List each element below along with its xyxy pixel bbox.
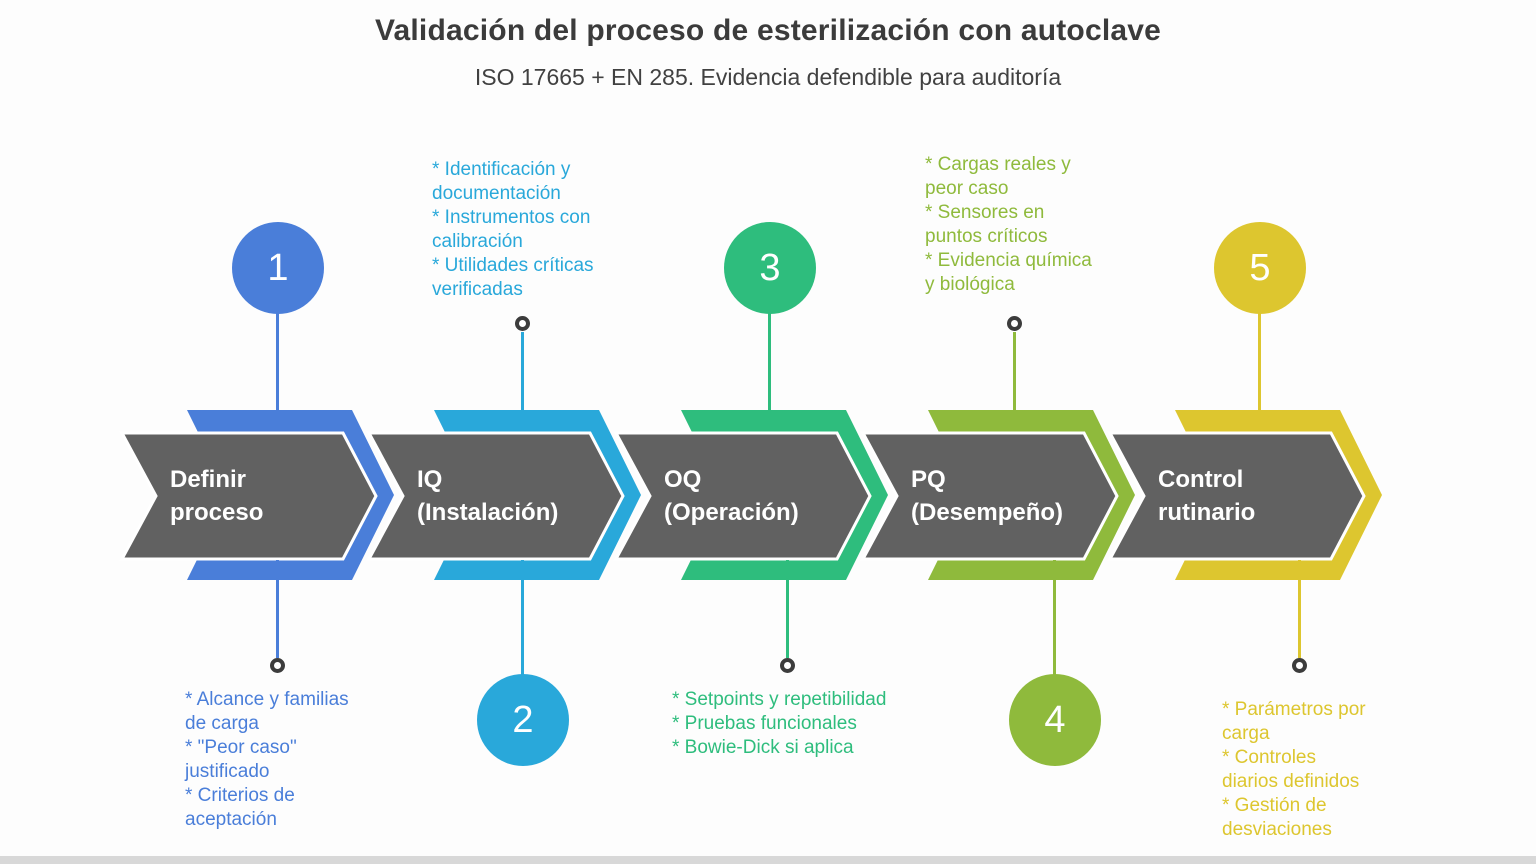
connector-dot-step-3 [780,658,795,673]
connector-dot-step-4 [1007,316,1022,331]
connector-dot-step-2 [515,316,530,331]
step-label-control-rutinario: Control rutinario [1158,466,1256,526]
connector-line-step-2-top [521,332,524,412]
connector-dot-step-1 [270,658,285,673]
chevron-body-step-1 [119,431,378,561]
step-note-definir-proceso: * Alcance y familias de carga * "Peor ca… [185,689,349,830]
page-subtitle: ISO 17665 + EN 285. Evidencia defendible… [474,64,1062,90]
chevron-body-step-2 [366,431,625,561]
chevron-body-step-4 [860,431,1119,561]
connector-line-step-5-bottom [1298,560,1301,658]
step-number-4: 4 [1044,698,1066,741]
step-note-control-rutinario: * Parámetros por carga * Controles diari… [1222,699,1366,840]
step-label-definir-proceso: Definir proceso [170,466,264,526]
connector-line-step-4-bottom [1053,560,1056,676]
step-label-pq-desempeno: PQ (Desempeño) [911,466,1064,526]
step-number-5: 5 [1249,246,1271,289]
process-arrow-band [119,410,1382,580]
connector-line-step-3-bottom [786,560,789,658]
connector-line-step-3-top [768,312,771,412]
connector-line-step-2-bottom [521,560,524,676]
step-number-badge-4: 4 [1009,674,1101,766]
step-number-badge-3: 3 [724,222,816,314]
connector-line-step-1-bottom [276,560,279,658]
chevron-body-step-3 [613,431,872,561]
step-label-oq-operacion: OQ (Operación) [664,466,799,526]
bottom-divider-bar [0,856,1536,864]
connector-line-step-5-top [1258,312,1261,412]
connector-line-step-4-top [1013,332,1016,412]
connector-line-step-1-top [276,312,279,412]
step-number-badge-2: 2 [477,674,569,766]
step-note-iq-instalacion: * Identificación y documentación * Instr… [432,159,594,300]
step-number-3: 3 [759,246,781,289]
step-number-2: 2 [512,698,534,741]
step-number-1: 1 [267,246,289,289]
step-number-badge-5: 5 [1214,222,1306,314]
step-note-oq-operacion: * Setpoints y repetibilidad * Pruebas fu… [672,689,887,758]
page-title: Validación del proceso de esterilización… [374,14,1162,47]
step-label-iq-instalacion: IQ (Instalación) [417,466,559,526]
connector-dot-step-5 [1292,658,1307,673]
step-note-pq-desempeno: * Cargas reales y peor caso * Sensores e… [925,154,1092,295]
step-number-badge-1: 1 [232,222,324,314]
chevron-body-step-5 [1107,431,1366,561]
